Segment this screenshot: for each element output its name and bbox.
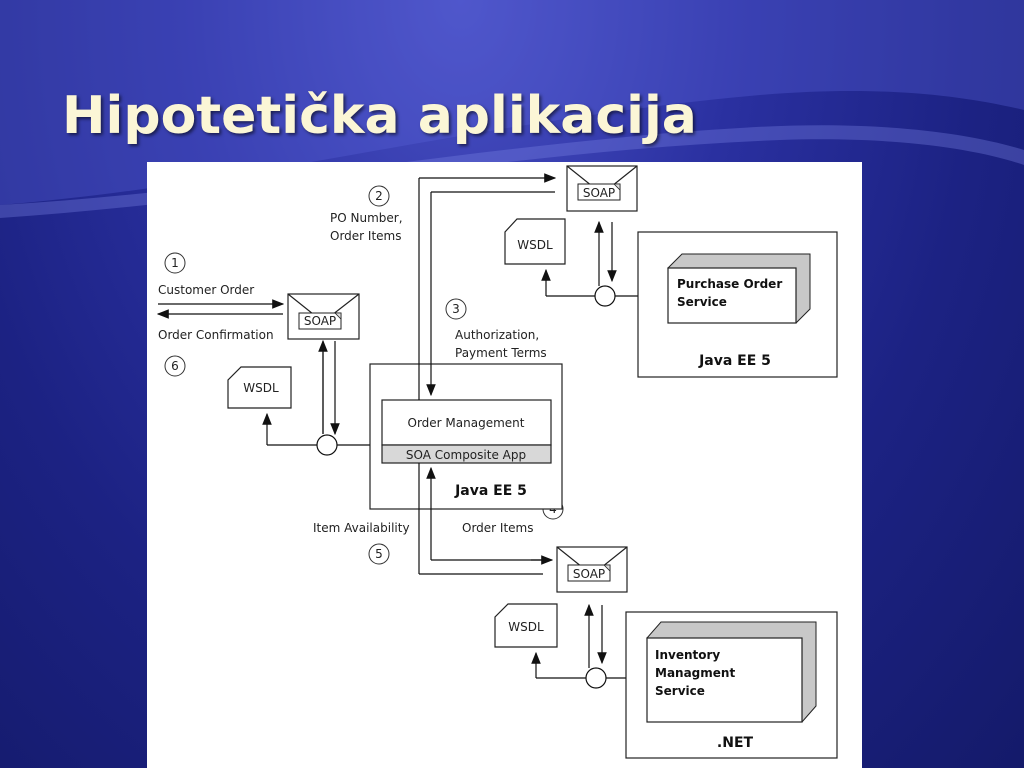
svg-text:SOAP: SOAP: [304, 314, 336, 328]
soap-envelope-top: SOAP: [566, 165, 638, 212]
purchase-order-service-node: Purchase Order Service Java EE 5: [637, 231, 838, 378]
background-swoosh: [0, 0, 1024, 218]
order-management-label: Order Management: [408, 416, 525, 430]
step-marker-1: 1: [164, 252, 186, 274]
inventory-service-label: Inventory: [655, 648, 720, 662]
step-marker-6: 6: [164, 355, 186, 377]
svg-text:WSDL: WSDL: [517, 238, 553, 252]
step-marker-3: 3: [445, 298, 467, 320]
svg-text:5: 5: [375, 547, 383, 561]
soa-composite-app-label: SOA Composite App: [406, 448, 526, 462]
label-order-confirmation: Order Confirmation: [158, 328, 274, 342]
svg-text:Service: Service: [677, 295, 727, 309]
architecture-diagram: 1 2 3 4 5 6 Customer Order Order Confirm…: [147, 162, 862, 768]
soa-composite-app-box: [381, 444, 552, 464]
soap-envelope-left: SOAP: [287, 293, 360, 340]
slide-title: Hipotetička aplikacija: [62, 86, 697, 146]
wsdl-document-left: WSDL: [227, 366, 292, 409]
svg-text:SOAP: SOAP: [573, 567, 605, 581]
label-order-items-top: Order Items: [330, 229, 401, 243]
svg-text:2: 2: [375, 189, 383, 203]
inventory-platform-label: .NET: [717, 735, 754, 751]
purchase-order-service-label: Purchase Order: [677, 277, 782, 291]
svg-text:WSDL: WSDL: [243, 381, 279, 395]
svg-text:1: 1: [171, 256, 179, 270]
inventory-service-node: Inventory Managment Service .NET: [625, 611, 838, 759]
step-marker-2: 2: [368, 185, 390, 207]
label-customer-order: Customer Order: [158, 283, 254, 297]
svg-text:Service: Service: [655, 684, 705, 698]
central-platform-label: Java EE 5: [454, 483, 527, 499]
soap-envelope-bottom: SOAP: [556, 546, 628, 593]
central-container: Order Management SOA Composite App Java …: [369, 363, 563, 510]
label-payment-terms: Payment Terms: [455, 346, 547, 360]
wsdl-document-bottom: WSDL: [494, 603, 558, 648]
step-marker-5: 5: [368, 543, 390, 565]
svg-text:6: 6: [171, 359, 179, 373]
diagram-canvas: 1 2 3 4 5 6 Customer Order Order Confirm…: [156, 165, 838, 759]
label-item-availability: Item Availability: [313, 521, 410, 535]
svg-text:Managment: Managment: [655, 666, 735, 680]
wsdl-document-top: WSDL: [504, 218, 566, 265]
label-authorization: Authorization,: [455, 328, 539, 342]
purchase-order-platform-label: Java EE 5: [698, 353, 771, 369]
label-order-items-bottom: Order Items: [462, 521, 533, 535]
label-po-number: PO Number,: [330, 211, 403, 225]
svg-text:3: 3: [452, 302, 460, 316]
svg-text:SOAP: SOAP: [583, 186, 615, 200]
svg-text:WSDL: WSDL: [508, 620, 544, 634]
